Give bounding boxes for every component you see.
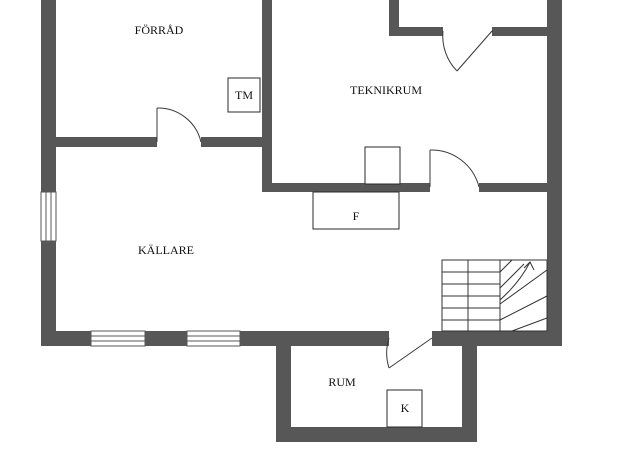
door-small-room — [442, 30, 493, 72]
wall-small-room-bottom-right — [492, 27, 562, 36]
wall-right — [547, 0, 562, 346]
wall-small-room-bottom-left — [389, 27, 443, 36]
wall-teknikrum-bottom-left — [262, 183, 430, 192]
fixture-tm: TM — [227, 77, 261, 113]
wall-bottom-right — [432, 331, 562, 346]
wall-small-room-left — [389, 0, 399, 36]
window-left — [40, 191, 57, 242]
room-label-teknikrum: TEKNIKRUM — [350, 83, 422, 97]
window-bottom-1 — [90, 330, 146, 347]
room-label-kallare: KÄLLARE — [138, 243, 194, 257]
fixture-k: K — [386, 389, 423, 428]
wall-forrad-bottom-left — [41, 137, 157, 147]
staircase — [441, 259, 548, 332]
door-teknikrum — [429, 149, 480, 188]
fixture-f: F — [312, 191, 400, 230]
windows — [40, 191, 241, 347]
door-rum — [386, 337, 433, 369]
door-forrad — [156, 107, 202, 143]
wall-forrad-teknikrum — [262, 0, 272, 190]
stair-arrow-icon — [499, 261, 531, 301]
fixture-f-label: F — [353, 209, 360, 223]
wall-small-room-right — [547, 0, 557, 36]
wall-left — [41, 0, 56, 346]
fixture-teknikrum-box — [364, 146, 401, 185]
fixture-tm-label: TM — [235, 88, 253, 102]
wall-forrad-bottom-right — [201, 137, 271, 147]
wall-teknikrum-bottom-right — [479, 183, 562, 192]
doors — [156, 30, 493, 369]
wall-rum-left — [276, 338, 291, 442]
window-bottom-2 — [186, 330, 241, 347]
room-label-rum: RUM — [328, 375, 356, 389]
wall-rum-bottom — [276, 427, 477, 442]
fixture-k-label: K — [401, 401, 410, 415]
room-label-forrad: FÖRRÅD — [135, 23, 184, 37]
wall-rum-right — [462, 338, 477, 442]
walls — [41, 0, 562, 442]
